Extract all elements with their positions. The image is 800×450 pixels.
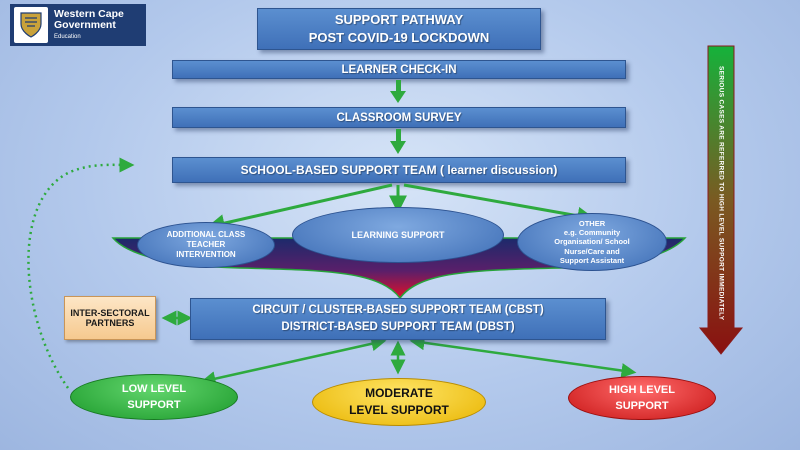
additional-line-1: ADDITIONAL CLASS [166, 230, 246, 239]
other-line-5: Support Assistant [559, 256, 625, 266]
serious-cases-arrow [698, 45, 744, 355]
district-line-1: CIRCUIT / CLUSTER-BASED SUPPORT TEAM (CB… [252, 304, 544, 317]
title-line-1: SUPPORT PATHWAY [334, 11, 464, 27]
high-line-1: HIGH LEVEL [608, 383, 675, 396]
title-line-2: POST COVID-19 LOCKDOWN [308, 30, 490, 45]
low-level-support: LOW LEVEL SUPPORT [70, 374, 238, 420]
school-based-support-team-label: SCHOOL-BASED SUPPORT TEAM ( learner disc… [240, 163, 558, 177]
western-cape-logo: Western Cape Government Education [10, 4, 146, 46]
logo-line-1: Western Cape [54, 8, 124, 21]
serious-cases-note: SERIOUS CASES ARE REFERRED TO HIGH LEVEL… [710, 58, 732, 328]
learner-check-in-label: LEARNER CHECK-IN [341, 63, 457, 76]
logo-line-3: Education [54, 34, 81, 41]
other-line-1: OTHER [578, 218, 606, 228]
other-line-4: Nurse/Care and [564, 246, 620, 256]
district-line-2: DISTRICT-BASED SUPPORT TEAM (DBST) [281, 321, 515, 333]
moderate-line-1: MODERATE [365, 385, 433, 400]
high-level-support: HIGH LEVEL SUPPORT [568, 376, 716, 420]
other-support: OTHER e.g. Community Organisation/ Schoo… [517, 213, 667, 271]
other-line-2: e.g. Community [563, 227, 621, 237]
school-based-support-team-box: SCHOOL-BASED SUPPORT TEAM ( learner disc… [172, 157, 626, 183]
partners-line-2: PARTNERS [85, 318, 135, 328]
inter-sectoral-partners: INTER-SECTORAL PARTNERS [64, 296, 156, 340]
moderate-line-2: LEVEL SUPPORT [349, 403, 449, 417]
low-line-1: LOW LEVEL [121, 382, 187, 395]
partners-line-1: INTER-SECTORAL [70, 308, 150, 318]
coat-of-arms-icon [14, 7, 48, 43]
low-line-2: SUPPORT [127, 399, 181, 411]
serious-cases-label: SERIOUS CASES ARE REFERRED TO HIGH LEVEL… [717, 65, 725, 321]
learning-support-label: LEARNING SUPPORT [351, 230, 445, 240]
additional-line-2: TEACHER [186, 240, 226, 249]
additional-class-teacher-intervention: ADDITIONAL CLASS TEACHER INTERVENTION [137, 222, 275, 268]
high-line-2: SUPPORT [615, 400, 669, 412]
learning-support: LEARNING SUPPORT [292, 207, 504, 263]
feedback-loop-arrow [27, 157, 135, 389]
learner-check-in-box: LEARNER CHECK-IN [172, 60, 626, 79]
logo-line-2: Government [54, 19, 116, 32]
title-box: SUPPORT PATHWAY POST COVID-19 LOCKDOWN [257, 8, 541, 50]
moderate-level-support: MODERATE LEVEL SUPPORT [312, 378, 486, 426]
classroom-survey-box: CLASSROOM SURVEY [172, 107, 626, 128]
additional-line-3: INTERVENTION [176, 250, 236, 259]
district-support-team-box: CIRCUIT / CLUSTER-BASED SUPPORT TEAM (CB… [190, 298, 606, 340]
classroom-survey-label: CLASSROOM SURVEY [336, 111, 462, 124]
other-line-3: Organisation/ School [554, 237, 630, 247]
